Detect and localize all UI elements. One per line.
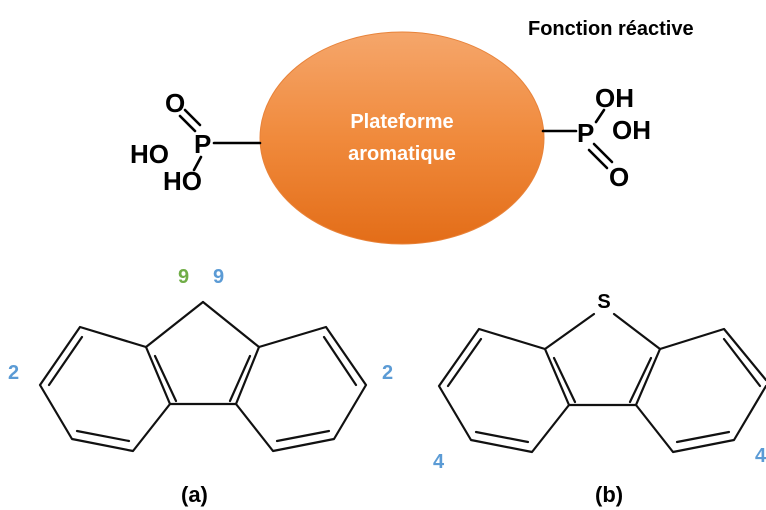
dbt-position-4-right: 4 <box>755 445 766 467</box>
right-phosphonic-acid: OH P OH O <box>541 83 651 192</box>
platform-label-line2: aromatique <box>348 143 456 165</box>
structure-b-dibenzothiophene: S 4 4 (b) <box>433 291 766 507</box>
left-ho-lower: HO <box>163 166 202 196</box>
left-phosphorus: P <box>194 129 211 159</box>
left-ho-upper: HO <box>130 139 169 169</box>
fluorene-position-2-left: 2 <box>8 362 19 384</box>
structure-a-fluorene: 9 9 2 2 (a) <box>8 266 393 507</box>
fluorene-position-9-blue: 9 <box>213 266 224 288</box>
fluorene-position-2-right: 2 <box>382 362 393 384</box>
fluorene-position-9-green: 9 <box>178 266 189 288</box>
dbt-position-4-left: 4 <box>433 451 445 473</box>
sulfur-atom: S <box>597 291 610 313</box>
right-oxygen: O <box>609 162 629 192</box>
right-phosphorus: P <box>577 118 594 148</box>
reactive-function-title: Fonction réactive <box>528 18 694 40</box>
right-oh-upper: OH <box>595 83 634 113</box>
left-oxygen: O <box>165 88 185 118</box>
platform-label-line1: Plateforme <box>350 111 453 133</box>
left-phosphonic-acid: O HO P HO <box>130 88 262 196</box>
right-oh-side: OH <box>612 115 651 145</box>
caption-a: (a) <box>181 482 208 507</box>
caption-b: (b) <box>595 482 623 507</box>
aromatic-platform: Plateforme aromatique <box>259 31 545 245</box>
